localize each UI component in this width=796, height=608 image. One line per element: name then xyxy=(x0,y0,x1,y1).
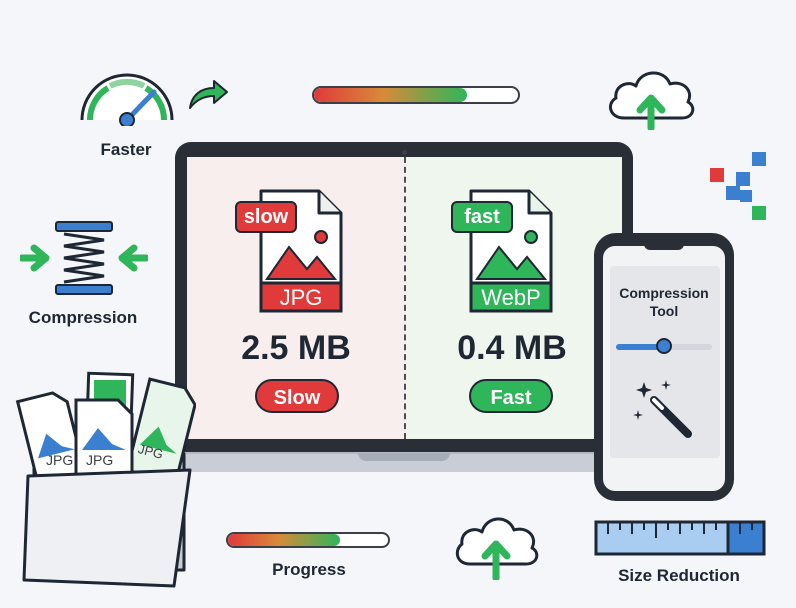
webp-file-size: 0.4 MB xyxy=(457,329,567,367)
comparison-divider xyxy=(404,157,406,439)
progress-bar-top xyxy=(312,86,520,104)
slow-badge: Slow xyxy=(255,379,339,413)
arrow-right-icon xyxy=(186,78,230,112)
compression-tool-title: Compression Tool xyxy=(619,285,709,319)
jpg-file-type: JPG xyxy=(279,285,323,310)
webp-file-type: WebP xyxy=(481,285,541,310)
laptop-screen: slow JPG 2.5 MB Slow fast WebP 0.4 MB Fa… xyxy=(187,157,622,439)
jpg-file-icon xyxy=(249,189,349,313)
compress-spring-icon xyxy=(18,218,150,298)
magic-wand-icon[interactable] xyxy=(632,378,694,440)
fast-tag: fast xyxy=(451,201,513,233)
progress-fill-bottom xyxy=(228,534,340,546)
progress-label: Progress xyxy=(272,560,346,579)
laptop-camera xyxy=(402,150,407,155)
progress-bar-bottom xyxy=(226,532,390,548)
size-reduction-label: Size Reduction xyxy=(618,566,740,585)
pixels-icon xyxy=(708,150,770,222)
compression-label: Compression xyxy=(28,308,138,327)
folder-file-label-1: JPG xyxy=(46,452,74,468)
ruler-icon xyxy=(594,520,766,556)
slow-tag: slow xyxy=(235,201,297,233)
progress-fill-top xyxy=(314,88,467,102)
cloud-upload-icon-bottom xyxy=(450,508,542,582)
folder-file-label-2: JPG xyxy=(86,452,114,468)
slider-fill xyxy=(616,344,664,350)
cloud-upload-icon xyxy=(602,60,700,132)
jpg-file-size: 2.5 MB xyxy=(241,329,351,367)
faster-label: Faster xyxy=(100,140,152,159)
compression-tool-panel xyxy=(610,266,720,458)
speedometer-icon xyxy=(74,66,180,128)
fast-badge: Fast xyxy=(469,379,553,413)
phone-notch xyxy=(644,242,684,250)
slider-knob[interactable] xyxy=(656,338,672,354)
compression-slider[interactable] xyxy=(616,338,712,356)
laptop-trackpad-notch xyxy=(358,453,450,461)
folder-icon xyxy=(14,370,197,592)
